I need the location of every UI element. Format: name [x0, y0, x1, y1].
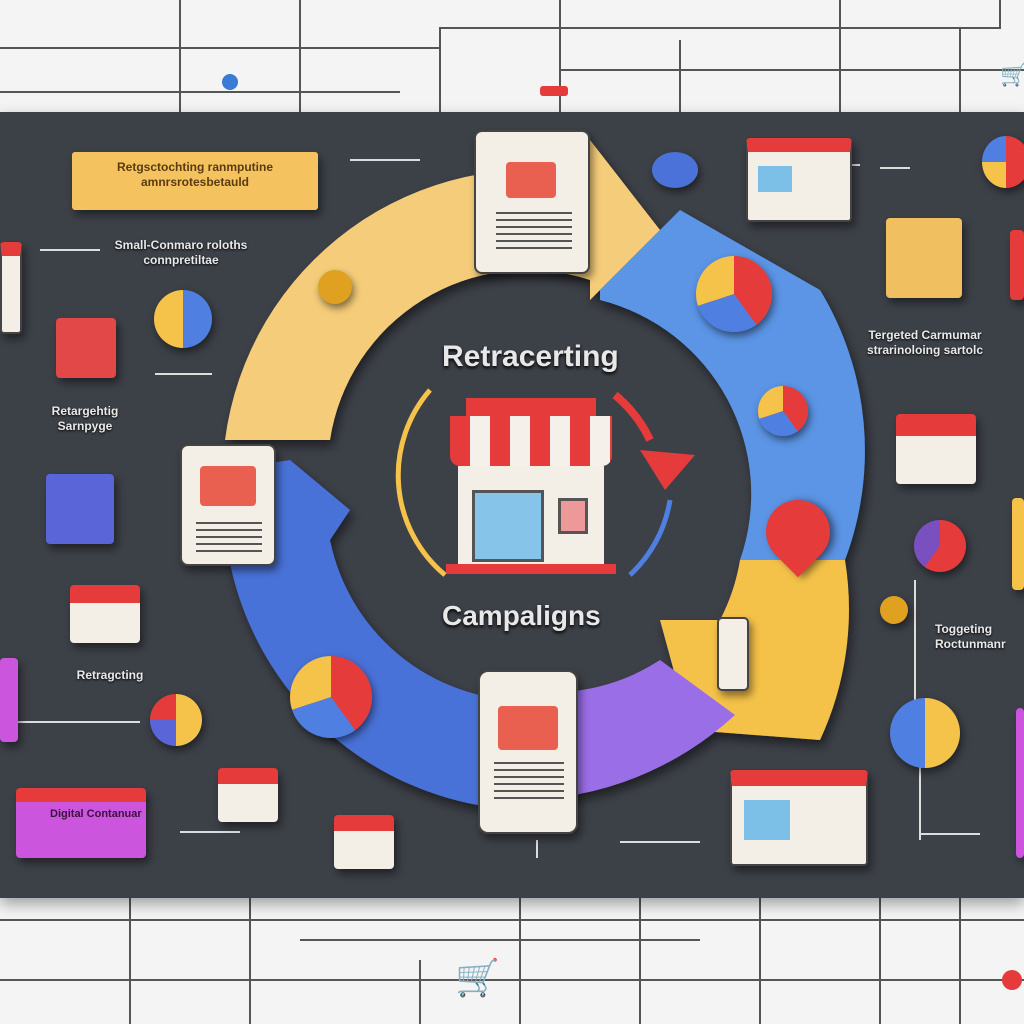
browser-logo-icon: [150, 694, 202, 746]
edge-card-purple: [0, 658, 18, 742]
browser-logo-icon: [290, 656, 372, 738]
tablet-ad-left[interactable]: [180, 444, 276, 566]
cycle-segment-blue-right: [600, 210, 865, 560]
pin-icon: [1002, 970, 1022, 990]
red-arrow-icon: [640, 450, 695, 490]
center-title-bottom: Campaligns: [442, 600, 601, 631]
targeted-consumer-label: Tergeted Carmumar strarinoloing sartolc: [866, 328, 984, 357]
storefront-icon-center: [446, 398, 616, 576]
phone-ad-bottom[interactable]: [478, 670, 578, 834]
user-chart-icon: [890, 698, 960, 768]
browser-window-icon-bottom: [730, 770, 868, 866]
globe-icon: [652, 152, 698, 188]
phone-icon: [717, 617, 749, 691]
browser-window-icon-top: [746, 138, 852, 222]
digital-container-card: Digital Contanuar: [16, 788, 146, 858]
browser-logo-icon: [758, 386, 808, 436]
center-title-top: Retracerting: [442, 340, 619, 373]
tablet-ad-top[interactable]: [474, 130, 590, 274]
storefront-icon: [896, 414, 976, 484]
document-card-icon: [46, 474, 114, 544]
small-commerce-label: Small-Conmaro roloths connpretiltae: [114, 238, 248, 267]
coin-icon: [880, 596, 908, 624]
edge-card-yellow: [1012, 498, 1024, 590]
edge-card-right: [1010, 230, 1024, 300]
user-chart-icon: [154, 290, 212, 348]
edge-card-purple-right: [1016, 708, 1024, 858]
storefront-icon: [334, 815, 394, 869]
document-card-icon-right: [886, 218, 962, 298]
cart-icon: 🛒: [1000, 62, 1024, 87]
top-banner-label: Retgsctochting ranmputine amnrsrotesbeta…: [72, 152, 318, 210]
storefront-icon: [70, 585, 140, 643]
coin-icon: [318, 270, 352, 304]
browser-logo-icon: [696, 256, 772, 332]
target-icon: [914, 520, 966, 572]
cycle-segment-blue-left: [223, 460, 540, 811]
location-pin-icon: [222, 74, 238, 90]
retargeting-sample-label: Retargehtig Sarnpyge: [51, 404, 119, 433]
browser-logo-icon: [982, 136, 1024, 188]
storefront-icon: [218, 768, 278, 822]
edge-card-left: [0, 242, 22, 334]
calendar-card-icon: [56, 318, 116, 378]
targeting-recommend-label: Toggeting Roctunmanr: [935, 622, 1006, 651]
retargeting-label: Retragcting: [76, 668, 144, 682]
cart-icon-bottom: 🛒: [455, 957, 500, 998]
